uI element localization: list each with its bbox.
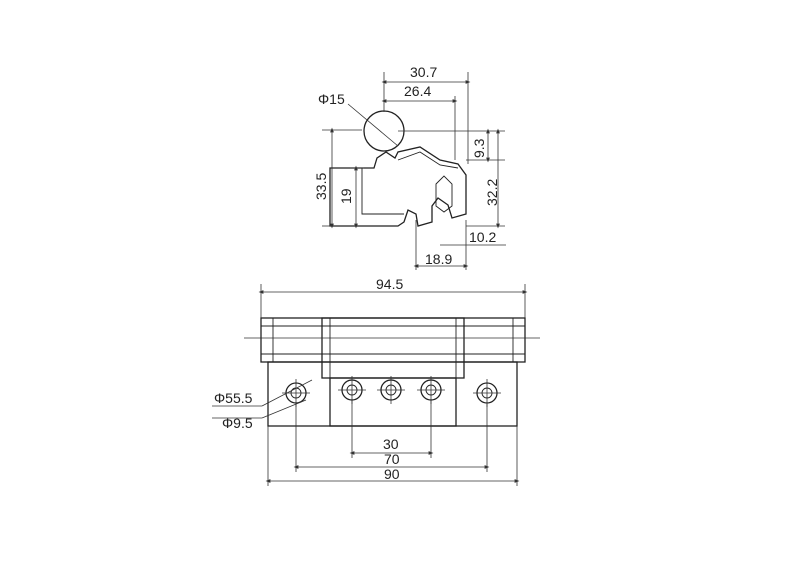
dim-base-width: 18.9: [425, 251, 452, 267]
front-view: 94.5 Φ55.5 Φ9.5 30 70 90: [212, 276, 540, 486]
center-knuckle: [321, 317, 465, 379]
profile-slot: [435, 175, 453, 213]
dim-knuckle-dia: Φ15: [318, 91, 345, 107]
profile-leaf-step: [397, 151, 459, 169]
dim-width-total: 30.7: [410, 64, 437, 80]
dim-height-total: 33.5: [313, 173, 329, 200]
dim-hole-dia: Φ9.5: [222, 415, 253, 431]
barrel-band: [260, 317, 526, 363]
profile-view: 30.7 26.4 Φ15 33.5 19 32.2 9.3 10.2 18.9: [313, 64, 506, 270]
dim-overall-length: 94.5: [376, 276, 403, 292]
dim-width-inner: 26.4: [404, 83, 431, 99]
profile-inner-line: [361, 168, 404, 215]
dim-leaf-width: 90: [384, 466, 400, 482]
dim-height-leaf: 19: [338, 188, 354, 204]
dim-offset-top: 9.3: [471, 138, 487, 158]
hole-4: [417, 376, 445, 404]
hole-5: [473, 379, 501, 407]
hole-2: [338, 376, 366, 404]
profile-outline: [329, 146, 467, 227]
dim-height-right: 32.2: [484, 179, 500, 206]
dim-base-right: 10.2: [469, 229, 496, 245]
dim-hole-pitch-outer: 70: [384, 451, 400, 467]
inner-leaf: [329, 377, 457, 427]
dim-hole-pitch-inner: 30: [383, 436, 399, 452]
dim-hole-counterbore: Φ55.5: [214, 390, 253, 406]
hole-3: [377, 376, 405, 404]
